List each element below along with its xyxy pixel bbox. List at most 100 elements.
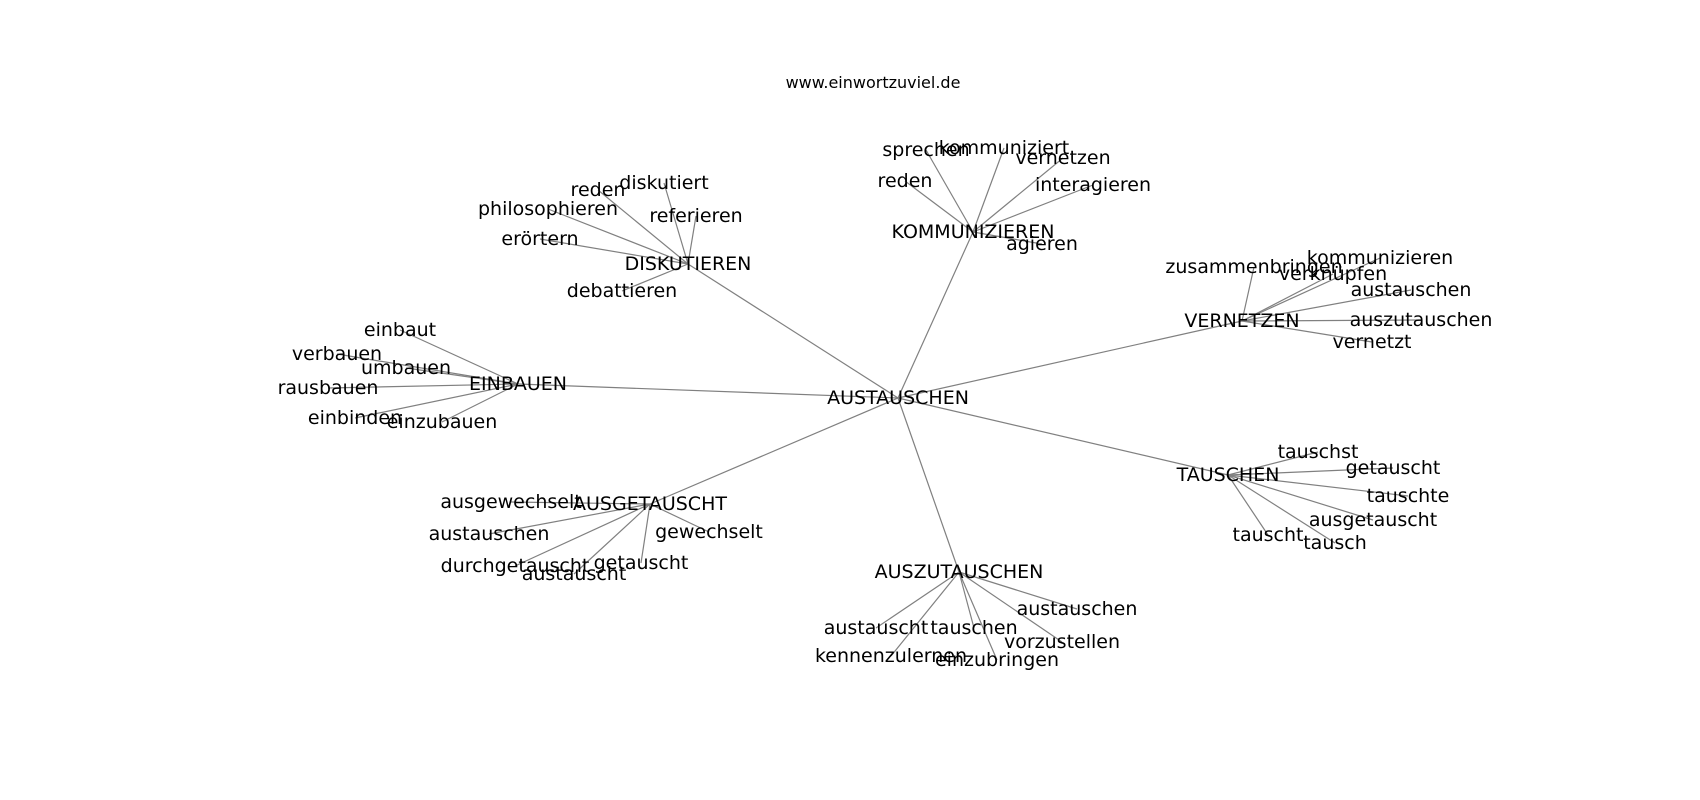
leaf-node-label: tauschst [1278,441,1359,463]
edge-hub-to-leaf [1241,320,1373,343]
edge-hub-to-leaf [621,263,689,292]
source-label: www.einwortzuviel.de [786,73,961,92]
edge-root-to-hub [649,397,899,505]
edge-hub-to-leaf [1227,467,1394,476]
leaf-node-label: getauscht [1346,457,1441,479]
edge-hub-to-leaf [1241,257,1381,322]
leaf-node-label: tausch [1303,532,1367,554]
leaf-node-label: kennenzulernen [815,645,967,667]
edge-root-to-hub [517,383,899,399]
edge-root-to-hub [897,320,1243,399]
edge-hub-to-leaf [597,189,689,265]
hub-node-label: VERNETZEN [1184,310,1299,332]
edge-root-to-hub [897,397,1229,476]
edge-hub-to-leaf [972,184,1094,233]
leaf-node-label: tauschen [930,617,1017,639]
hub-node-label: KOMMUNIZIEREN [892,221,1055,243]
leaf-node-label: ausgewechselt [440,491,581,513]
edge-hub-to-leaf [687,215,697,265]
edge-hub-to-leaf [875,571,960,629]
edge-hub-to-leaf [1241,319,1422,322]
edge-hub-to-leaf [336,353,519,385]
leaf-node-label: einbinden [308,407,402,429]
leaf-node-label: zusammenbringen [1165,256,1342,278]
edge-hub-to-leaf [327,383,519,389]
leaf-node-label: debattieren [567,280,677,302]
leaf-node-label: kommuniziert [939,137,1070,159]
leaf-node-label: durchgetauscht [441,555,590,577]
leaf-node-label: vorzustellen [1004,631,1120,653]
edge-hub-to-leaf [1227,474,1409,497]
edge-hub-to-leaf [925,149,974,233]
leaf-node-label: tauschte [1367,485,1450,507]
edge-root-to-hub [687,263,899,399]
leaf-node-label: reden [571,179,626,201]
leaf-node-label: austauscht [522,563,627,585]
leaf-node-label: vernetzt [1332,331,1411,353]
leaf-node-label: reden [878,170,933,192]
leaf-node-label: gewechselt [655,521,763,543]
leaf-node-label: austauscht [824,617,929,639]
edge-hub-to-leaf [958,571,975,629]
leaf-node-label: verknüpfen [1279,263,1387,285]
edge-hub-to-leaf [514,503,651,567]
edge-hub-to-leaf [441,383,519,423]
leaf-node-label: einzubauen [387,411,498,433]
edge-hub-to-leaf [510,501,651,505]
root-node-label: AUSTAUSCHEN [827,387,969,409]
edges-layer [327,147,1422,661]
edge-hub-to-leaf [958,571,1063,643]
leaf-node-label: interagieren [1035,174,1151,196]
leaf-node-label: rausbauen [278,377,379,399]
edge-hub-to-leaf [958,571,1078,610]
hub-node-label: DISKUTIEREN [625,253,752,275]
leaf-node-label: umbauen [361,357,451,379]
leaf-node-label: verbauen [292,343,382,365]
leaf-node-label: agieren [1006,233,1078,255]
edge-hub-to-leaf [399,329,519,385]
edge-hub-to-leaf [663,182,689,265]
leaf-node-label: getauscht [594,552,689,574]
edge-hub-to-leaf [573,503,651,575]
leaf-node-label: austauschen [429,523,550,545]
edge-hub-to-leaf [890,571,960,657]
edge-hub-to-leaf [972,157,1064,233]
edge-hub-to-leaf [405,367,519,385]
edge-hub-to-leaf [488,503,651,535]
leaf-node-label: einbaut [364,319,436,341]
edge-root-to-hub [897,397,960,573]
hub-node-label: TAUSCHEN [1176,464,1280,486]
edge-hub-to-leaf [1227,474,1269,536]
leaf-node-label: vernetzen [1015,147,1110,169]
hub-node-label: AUSGETAUSCHT [573,493,727,515]
hub-node-label: AUSZUTAUSCHEN [875,561,1044,583]
leaf-node-label: sprechen [882,139,969,161]
edge-root-to-hub [897,231,974,399]
edge-hub-to-leaf [539,238,689,265]
leaf-node-label: austauschen [1017,598,1138,620]
edge-hub-to-leaf [1241,289,1412,322]
edge-hub-to-leaf [640,503,651,564]
edge-hub-to-leaf [649,503,710,533]
hub-node-label: EINBAUEN [469,373,567,395]
leaf-node-label: diskutiert [619,172,708,194]
edge-hub-to-leaf [972,147,1005,233]
edge-hub-to-leaf [958,571,998,661]
leaf-node-label: einzubringen [935,649,1059,671]
edge-hub-to-leaf [1227,474,1374,521]
leaf-node-label: ausgetauscht [1309,509,1437,531]
leaf-node-label: referieren [649,205,742,227]
labels-layer: AUSTAUSCHENredendiskutiertphilosophieren… [278,137,1493,671]
leaf-node-label: austauschen [1351,279,1472,301]
leaf-node-label: philosophieren [478,198,618,220]
edge-hub-to-leaf [1241,266,1255,322]
edge-hub-to-leaf [904,180,974,233]
edge-hub-to-leaf [972,231,1043,245]
leaf-node-label: auszutauschen [1350,309,1493,331]
edge-hub-to-leaf [1241,273,1334,322]
edge-hub-to-leaf [1227,474,1336,544]
edge-hub-to-leaf [354,383,519,419]
edge-hub-to-leaf [547,208,689,265]
leaf-node-label: erörtern [501,228,578,250]
